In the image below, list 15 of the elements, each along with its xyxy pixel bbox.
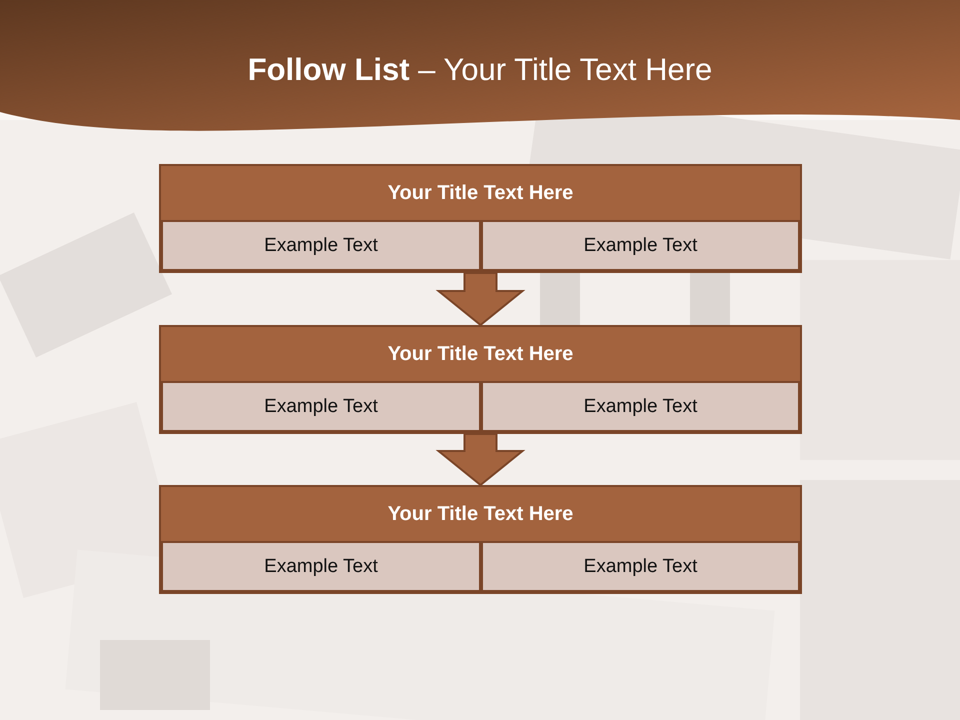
card-title: Your Title Text Here [388, 342, 574, 366]
block-arrow [436, 272, 526, 326]
text-cell: Example Text [161, 541, 481, 592]
text-cell: Example Text [161, 381, 481, 432]
title-card [159, 325, 802, 434]
text-cell: Example Text [481, 381, 800, 432]
text-cell: Example Text [481, 541, 800, 592]
title-card [159, 164, 802, 273]
block-arrow [436, 433, 526, 486]
title-card [159, 485, 802, 594]
card-title: Your Title Text Here [388, 182, 574, 204]
text-cell: Example Text [161, 220, 481, 271]
text-cell: Example Text [481, 220, 800, 271]
card-title: Your Title Text Here [388, 502, 574, 526]
slide-title: Follow List – Your Title Text Here [246, 52, 714, 88]
